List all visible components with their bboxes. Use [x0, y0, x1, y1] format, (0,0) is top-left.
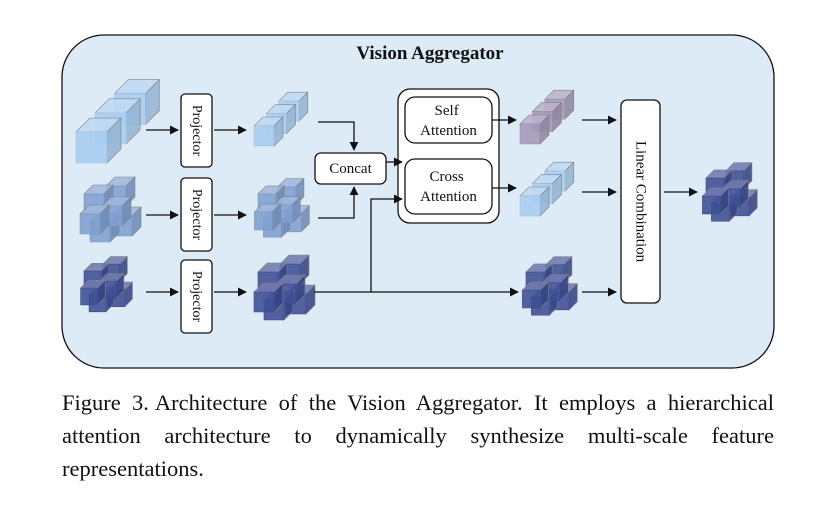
aggregated-output-cubes [701, 161, 759, 222]
arrow-feature2-to-concat [318, 186, 359, 219]
projected-feature-3-cubes [253, 254, 316, 321]
panel-title: Vision Aggregator [356, 43, 504, 64]
architecture-diagram: Vision Aggregator Projector Projector Pr… [61, 34, 775, 369]
input-feature-small-cubes [79, 255, 134, 313]
concat-label: Concat [329, 161, 372, 177]
projector-box-1: Projector [180, 93, 213, 168]
concat-box: Concat [314, 152, 387, 185]
self-attention-label: Self Attention [420, 103, 477, 139]
cross-attention-label: Cross Attention [420, 169, 477, 205]
input-feature-large-cubes [75, 78, 161, 164]
caption-text: Architecture of the Vision Aggregator. I… [62, 390, 774, 481]
projector-box-2: Projector [180, 177, 213, 252]
figure-label: Figure 3. [62, 390, 149, 415]
projector-label: Projector [189, 271, 204, 323]
linear-combination-label: Linear Combination [633, 141, 649, 263]
connectors [146, 115, 698, 297]
cross-attention-feature3-cubes [521, 255, 579, 316]
cross-attention-box: Cross Attention [404, 158, 493, 215]
projector-label: Projector [189, 189, 204, 241]
cross-attention-line-1: Cross [430, 169, 464, 185]
arrow-feature1-to-concat [318, 121, 359, 151]
projector-label: Projector [189, 105, 204, 157]
self-attention-line-1: Self [435, 103, 459, 119]
self-attention-output-cubes [519, 89, 575, 145]
projected-feature-1-cubes [253, 91, 309, 147]
self-attention-line-2: Attention [420, 123, 477, 139]
projected-feature-2-cubes [253, 177, 311, 238]
self-attention-box: Self Attention [404, 96, 493, 144]
projector-box-3: Projector [180, 259, 213, 334]
arrow-feature3-to-cross-attention [370, 194, 403, 292]
cross-attention-output-cubes [519, 161, 575, 217]
linear-combination-box: Linear Combination [620, 99, 661, 304]
cross-attention-line-2: Attention [420, 189, 477, 205]
figure-caption: Figure 3.Architecture of the Vision Aggr… [62, 386, 774, 485]
input-feature-mid-cubes [79, 176, 142, 243]
